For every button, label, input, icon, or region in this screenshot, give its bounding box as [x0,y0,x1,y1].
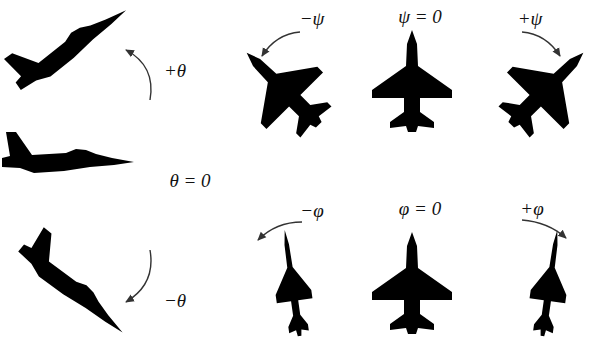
angle-label: +ψ [518,9,543,28]
roll-aircraft [267,228,575,339]
pitch-aircraft [1,0,142,341]
angle-label: −ψ [300,9,325,28]
angle-label: φ = 0 [399,199,441,218]
angle-label: ψ = 0 [398,7,442,26]
yaw-aircraft [218,24,611,153]
angle-label: −θ [164,291,186,310]
rotation-arrows [126,32,566,302]
angle-label: +φ [520,199,543,218]
angle-label: −φ [300,201,323,220]
angle-label: +θ [164,61,186,80]
angle-label: θ = 0 [169,171,210,190]
